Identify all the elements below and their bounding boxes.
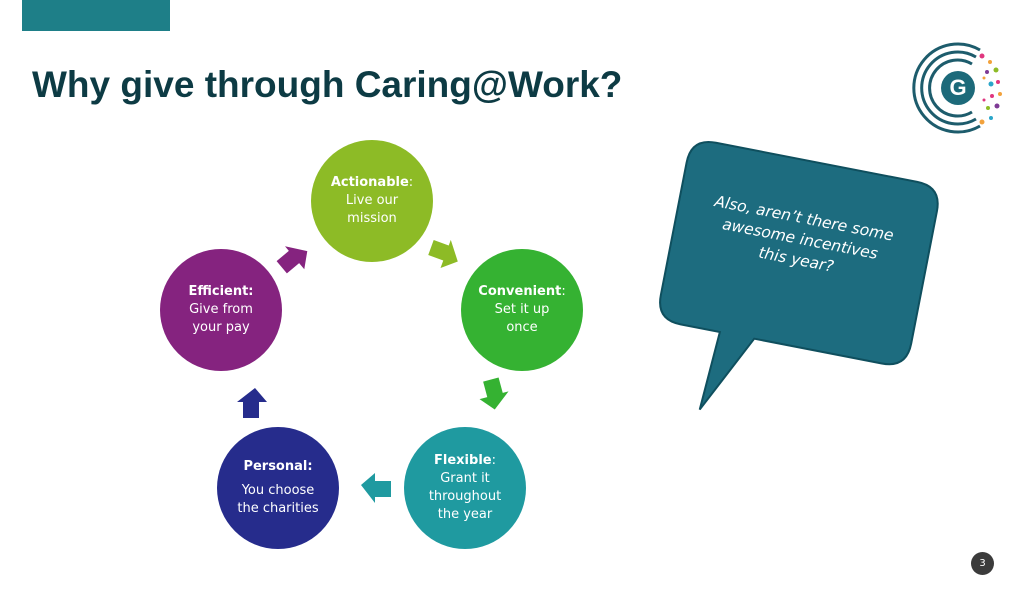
node-line: Set it up	[494, 302, 550, 317]
node-heading: Convenient	[478, 284, 562, 299]
node-line: the year	[437, 507, 493, 522]
node-line: throughout	[428, 489, 502, 504]
top-accent-bar	[22, 0, 170, 31]
caring-logo-icon: G	[912, 42, 1002, 134]
slide-title: Why give through Caring@Work?	[32, 64, 623, 105]
page-number: 3	[971, 552, 994, 575]
cycle-node-flexible: Flexible: Grant it throughout the year	[404, 427, 526, 549]
node-heading: Efficient:	[188, 284, 254, 299]
node-heading-suffix: :	[491, 453, 496, 468]
node-heading: Personal:	[243, 459, 313, 474]
node-line: Grant it	[440, 471, 490, 486]
cycle-arrow-5-icon	[276, 246, 308, 274]
node-line: the charities	[237, 501, 319, 516]
speech-bubble	[659, 141, 939, 411]
cycle-arrow-4-icon	[237, 388, 267, 418]
node-line: You choose	[241, 483, 315, 498]
cycle-node-actionable: Actionable: Live our mission	[311, 140, 433, 262]
cycle-arrow-3-icon	[361, 473, 391, 503]
node-line: your pay	[192, 320, 250, 335]
cycle-node-efficient: Efficient: Give from your pay	[160, 249, 282, 371]
node-line: mission	[347, 211, 397, 226]
logo-letter: G	[949, 75, 966, 100]
cycle-arrow-2-icon	[479, 377, 509, 410]
node-heading-suffix: :	[561, 284, 566, 299]
node-line: Give from	[189, 302, 253, 317]
cycle-node-personal: Personal: You choose the charities	[217, 427, 339, 549]
node-line: Live our	[345, 193, 399, 208]
node-heading: Flexible	[434, 453, 492, 468]
node-heading-suffix: :	[408, 175, 414, 190]
node-heading: Actionable	[330, 175, 409, 190]
cycle-arrow-1-icon	[428, 239, 458, 269]
cycle-node-convenient: Convenient: Set it up once	[461, 249, 583, 371]
node-line: once	[506, 320, 538, 335]
